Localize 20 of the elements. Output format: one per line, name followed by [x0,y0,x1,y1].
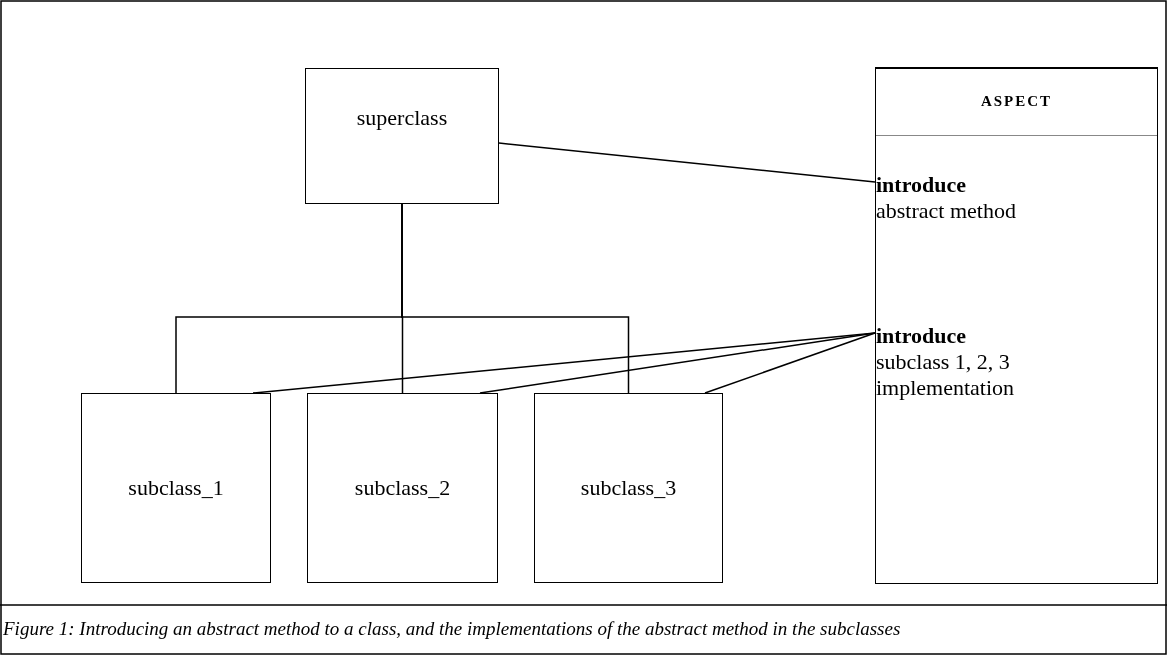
connector-line [401,203,630,394]
class-name: subclass_2 [354,475,451,501]
aspect-title: ASPECT [979,93,1054,110]
connector-line [704,332,876,394]
connector-line [252,332,876,394]
class-box [81,393,271,583]
class-name: subclass_3 [580,475,677,501]
keyword: introduce [876,323,968,349]
class-name: subclass_1 [128,475,224,501]
class-name: superclass [356,105,448,131]
class-box [305,68,499,204]
class-box [307,393,498,583]
aspect-box [875,67,1158,584]
keyword: introduce [876,172,968,198]
figure-caption: Figure 1: Introducing an abstract method to a class, and the implementations of the abstract method in the subclasses [3,618,901,640]
description: subclass 1, 2, 3 implementation [876,349,1016,401]
description: abstract method [876,198,1017,224]
class-box [534,393,723,583]
connector-line [479,332,876,394]
connector-line [498,142,876,183]
